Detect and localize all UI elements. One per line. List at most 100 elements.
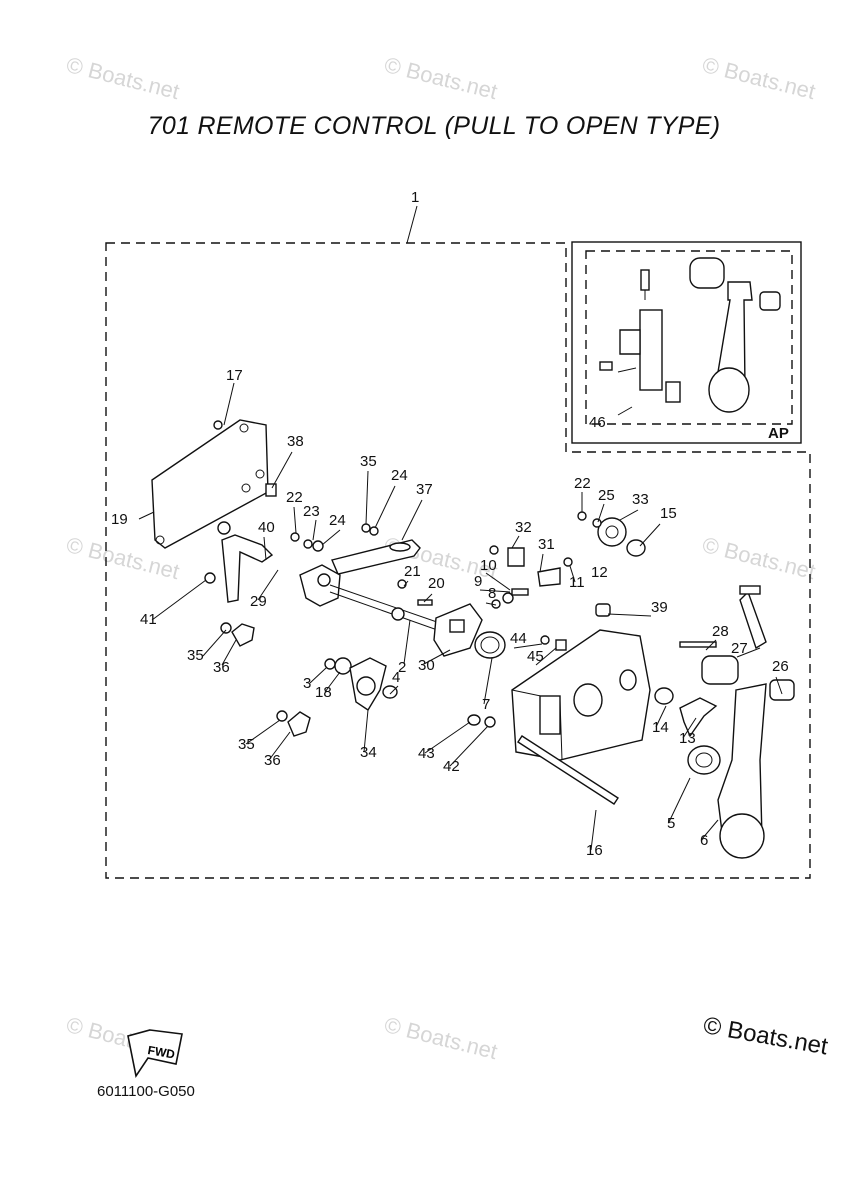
- remote-handle: [701, 655, 795, 859]
- collar-icon: [356, 676, 376, 696]
- callout-leader-line: [701, 819, 719, 840]
- inset-label: AP: [768, 425, 789, 442]
- part-callout-35: 35: [360, 453, 377, 470]
- part-callout-22: 22: [286, 489, 303, 506]
- bolt-icon: [511, 588, 529, 596]
- washer-icon: [217, 521, 231, 535]
- washer-icon: [484, 716, 496, 728]
- part-callout-24: 24: [391, 467, 408, 484]
- part-callout-41: 41: [140, 611, 157, 628]
- part-callout-45: 45: [527, 648, 544, 665]
- handle-boss: [573, 683, 603, 717]
- part-callout-22: 22: [574, 475, 591, 492]
- clip-icon: [220, 622, 232, 634]
- washer-icon: [361, 523, 371, 533]
- part-callout-34: 34: [360, 744, 377, 761]
- stopper-icon: [231, 623, 255, 647]
- part-callout-1: 1: [411, 189, 419, 206]
- callout-leader-line: [682, 717, 697, 739]
- part-callout-4: 4: [392, 669, 400, 686]
- housing-port: [619, 669, 637, 691]
- washer-icon: [369, 526, 379, 536]
- part-callout-35: 35: [187, 647, 204, 664]
- part-callout-13: 13: [679, 730, 696, 747]
- callout-leader-line: [775, 676, 783, 695]
- callout-leader-line: [619, 509, 639, 521]
- callout-leader-line: [639, 523, 661, 547]
- callout-leader-line: [389, 685, 399, 695]
- part-callout-27: 27: [731, 640, 748, 657]
- leader-46: [617, 406, 633, 416]
- roller-icon: [391, 607, 405, 621]
- washer-icon: [592, 518, 602, 528]
- screw-icon: [290, 532, 300, 542]
- callout-leader-line: [312, 519, 317, 541]
- pin-icon: [397, 579, 407, 589]
- page-title: 701 REMOTE CONTROL (PULL TO OPEN TYPE): [147, 112, 721, 140]
- bolt-icon: [679, 641, 717, 648]
- spring-icon: [739, 585, 761, 595]
- callout-leader-line: [309, 667, 327, 684]
- washer-icon: [334, 657, 352, 675]
- washer-icon: [467, 714, 481, 726]
- part-callout-26: 26: [772, 658, 789, 675]
- washer-icon: [654, 687, 674, 705]
- screw-icon: [489, 545, 499, 555]
- part-callout-36: 36: [264, 752, 281, 769]
- part-callout-39: 39: [651, 599, 668, 616]
- callout-leader-line: [597, 503, 605, 523]
- cover-plate: [151, 419, 269, 549]
- callout-leader-line: [151, 579, 207, 621]
- part-callout-37: 37: [416, 481, 433, 498]
- fwd-arrow-icon: FWD: [127, 1029, 183, 1079]
- washer-icon: [687, 745, 721, 775]
- inset-lever-icon: [599, 257, 781, 413]
- callout-leader-line: [511, 535, 520, 549]
- callout-leader-line: [321, 529, 341, 546]
- part-callout-35: 35: [238, 736, 255, 753]
- washer-icon: [382, 685, 398, 699]
- free-accel-lever: [679, 697, 718, 738]
- bushing-icon: [312, 540, 324, 552]
- drawing-code: 6011100-G050: [97, 1083, 195, 1100]
- part-callout-20: 20: [428, 575, 445, 592]
- callout-leader-line: [423, 649, 451, 665]
- part-callout-42: 42: [443, 758, 460, 775]
- screw-icon: [540, 635, 550, 645]
- callout-leader-line: [202, 629, 227, 657]
- bracket-icon: [507, 547, 525, 567]
- callout-leader-line: [607, 613, 652, 617]
- callout-leader-line: [736, 647, 761, 658]
- shift-cam: [299, 564, 483, 657]
- bolt-icon: [417, 599, 433, 606]
- part-callout-29: 29: [250, 593, 267, 610]
- callout-leader-line: [363, 709, 369, 753]
- svg-text:FWD: FWD: [147, 1043, 177, 1062]
- o-ring-icon: [474, 631, 506, 659]
- fwd-label-plate: [539, 695, 561, 735]
- callout-leader-line: [485, 572, 511, 591]
- link-slot: [389, 542, 411, 552]
- screw-icon: [577, 511, 587, 521]
- part-callout-16: 16: [586, 842, 603, 859]
- callout-leader-line: [271, 451, 293, 489]
- washer-icon: [303, 539, 313, 549]
- inset-inner-boundary: [585, 250, 793, 425]
- part-callout-19: 19: [111, 511, 128, 528]
- part-callout-38: 38: [287, 433, 304, 450]
- callout-leader-line: [257, 569, 279, 601]
- part-callout-12: 12: [591, 564, 608, 581]
- part-callout-36: 36: [213, 659, 230, 676]
- part-callout-17: 17: [226, 367, 243, 384]
- callout-leader-line: [513, 643, 543, 649]
- screw-icon: [204, 572, 216, 584]
- callout-leader-line: [268, 731, 291, 761]
- washer-icon: [626, 539, 646, 557]
- callout-leader-line: [485, 602, 497, 606]
- plug-icon: [595, 603, 611, 617]
- spring-icon: [502, 592, 514, 604]
- part-callout-15: 15: [660, 505, 677, 522]
- part-callout-40: 40: [258, 519, 275, 536]
- part-callout-11: 11: [569, 574, 585, 591]
- bolt-icon: [517, 735, 619, 805]
